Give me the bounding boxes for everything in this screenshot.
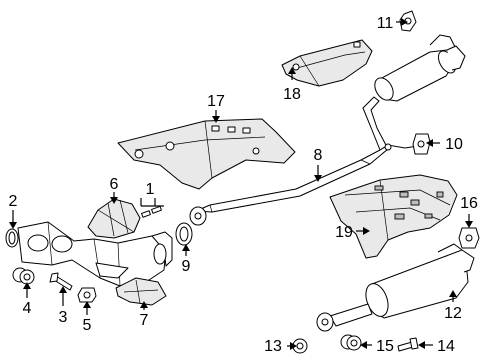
studs	[141, 205, 162, 218]
callout-14: 14	[437, 338, 455, 355]
nut-4	[12, 267, 35, 285]
callout-10: 10	[445, 136, 463, 153]
callout-7: 7	[140, 312, 149, 329]
nut-15	[340, 334, 362, 351]
front-pipe-catalytic-converter	[17, 221, 173, 287]
callout-5: 5	[83, 317, 92, 334]
callout-11: 11	[377, 15, 394, 32]
callout-19: 19	[335, 224, 353, 241]
callout-labels: 1 2 3 4 5 6 7 8 9 10 11 12 13 14 15 16 1…	[9, 15, 478, 355]
callout-17: 17	[207, 93, 225, 110]
nut-5	[77, 287, 97, 303]
bolt-14	[397, 337, 419, 352]
gasket-2	[5, 228, 19, 248]
callout-9: 9	[182, 258, 191, 275]
heat-shield-lower	[329, 174, 458, 259]
center-exhaust-pipe	[189, 96, 419, 226]
hanger-16	[458, 227, 480, 249]
rear-muffler	[316, 243, 475, 332]
gasket-13	[292, 338, 308, 354]
callout-12: 12	[444, 305, 462, 322]
callout-16: 16	[460, 195, 478, 212]
callout-6: 6	[110, 176, 119, 193]
callout-13: 13	[264, 338, 282, 355]
converter-heat-shield	[87, 198, 141, 239]
callout-18: 18	[283, 86, 301, 103]
heat-shield-upper	[117, 118, 296, 190]
lower-converter-shield	[115, 277, 167, 306]
callout-15: 15	[376, 338, 394, 355]
bolt-3	[49, 272, 73, 291]
gasket-9	[175, 222, 193, 246]
callout-8: 8	[314, 147, 323, 164]
callout-4: 4	[23, 300, 32, 317]
hanger-10	[412, 133, 431, 155]
callout-arrows	[9, 18, 473, 350]
callout-2: 2	[9, 193, 18, 210]
callout-1: 1	[146, 181, 155, 198]
callout-3: 3	[59, 309, 68, 326]
heat-shield-rear	[281, 39, 373, 87]
upper-muffler	[374, 34, 466, 102]
